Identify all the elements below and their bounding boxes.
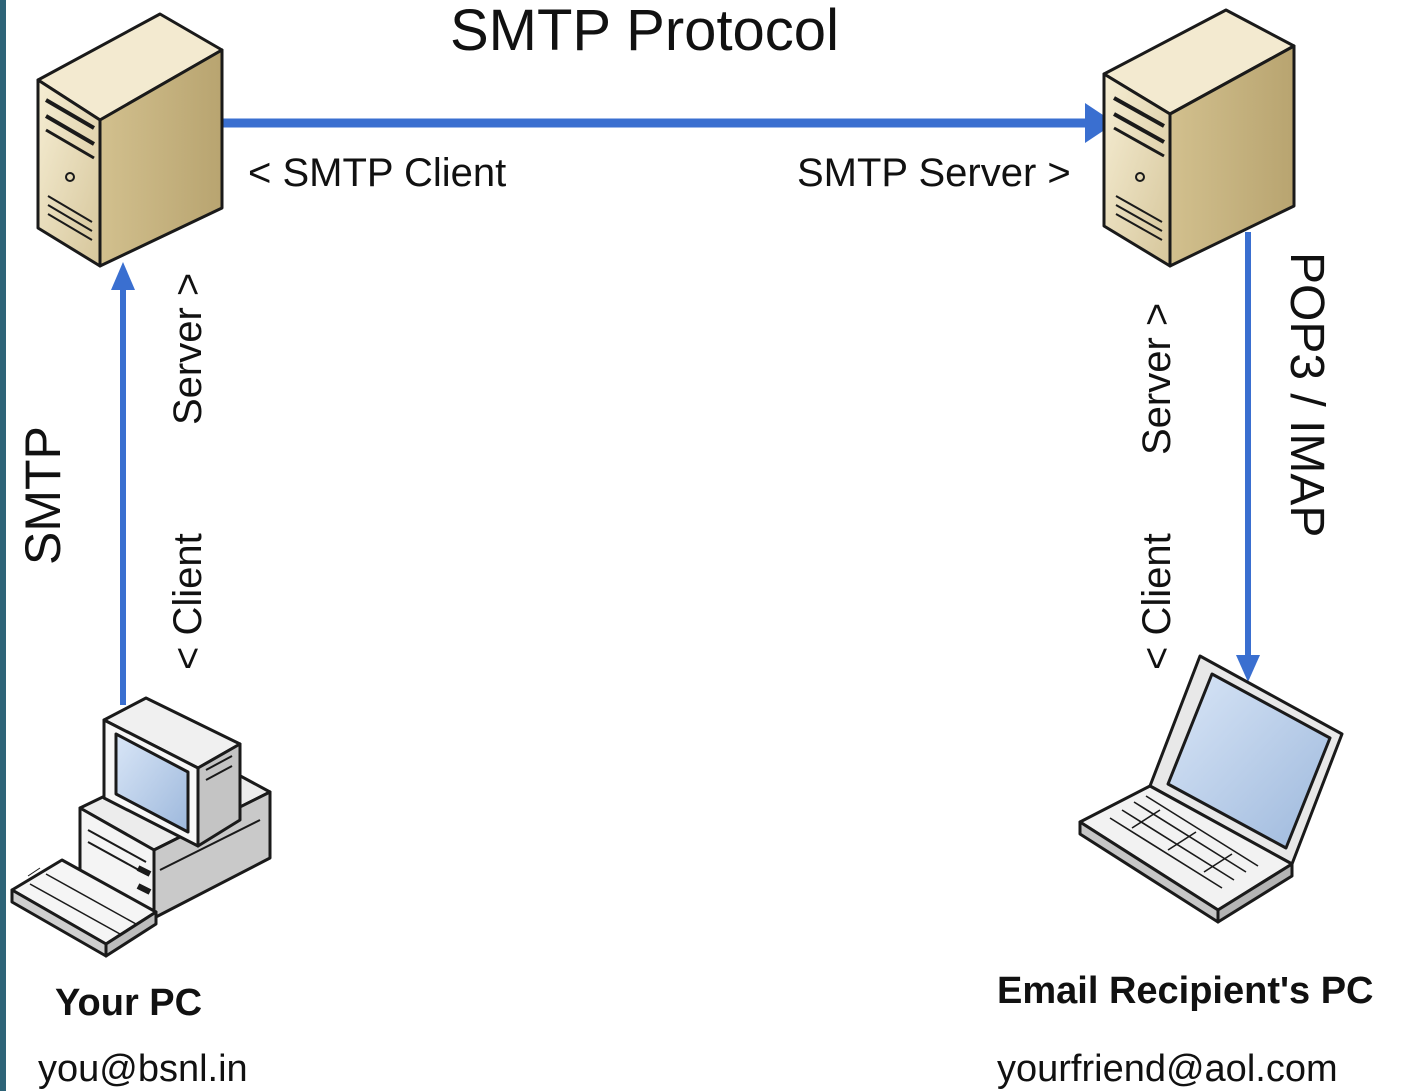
- top-smtp-server-label: SMTP Server >: [797, 151, 1071, 195]
- left-smtp-arrow: [111, 262, 135, 705]
- right-client-label: < Client: [1135, 533, 1179, 670]
- right-pop3-arrow: [1236, 232, 1260, 682]
- sender-email: you@bsnl.in: [38, 1048, 248, 1090]
- desktop-computer-icon: [10, 696, 272, 958]
- top-smtp-arrow: [222, 103, 1115, 143]
- left-client-label: < Client: [166, 533, 210, 670]
- left-server-label: Server >: [166, 272, 210, 425]
- recipient-server-icon: [1102, 8, 1296, 268]
- left-edge-bar: [0, 0, 6, 1091]
- recipient-pc-name: Email Recipient's PC: [997, 970, 1374, 1012]
- right-server-label: Server >: [1135, 302, 1179, 455]
- diagram-title: SMTP Protocol: [450, 0, 839, 63]
- top-smtp-client-label: < SMTP Client: [248, 151, 507, 195]
- right-pop3-imap-label: POP3 / IMAP: [1280, 252, 1333, 538]
- sender-server-icon: [36, 12, 224, 268]
- recipient-email: yourfriend@aol.com: [997, 1048, 1338, 1090]
- left-smtp-protocol-label: SMTP: [15, 426, 71, 565]
- laptop-icon: [1078, 654, 1344, 924]
- sender-pc-name: Your PC: [55, 982, 203, 1024]
